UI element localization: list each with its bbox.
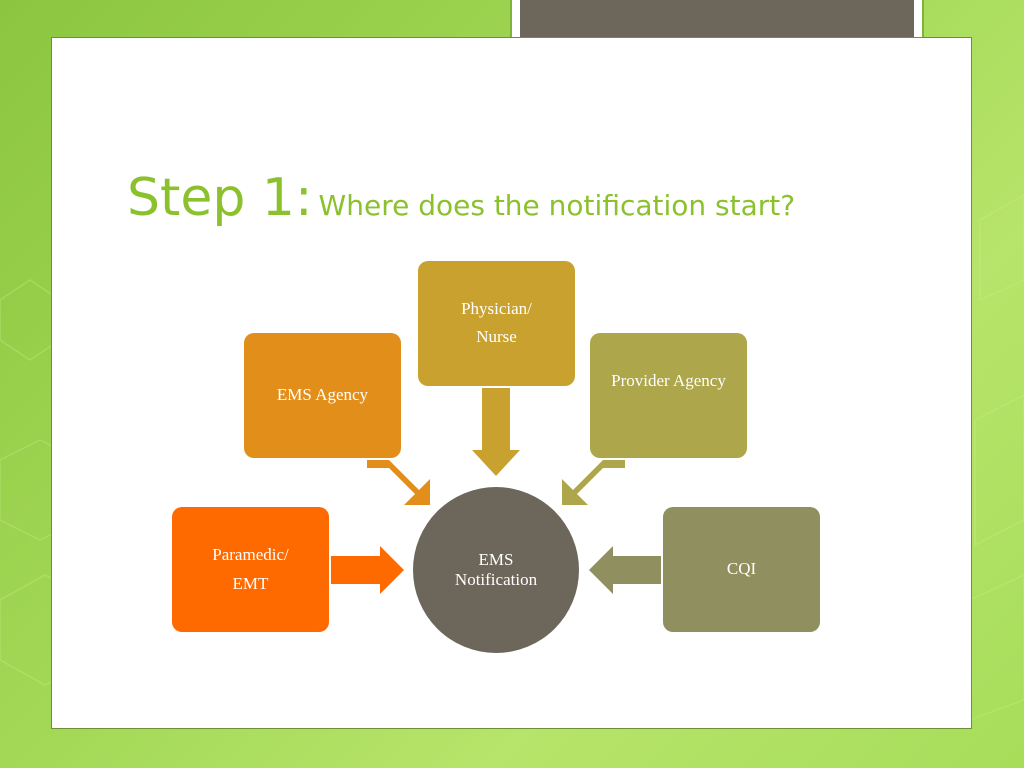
node-paramedic-emt: Paramedic/ EMT <box>172 507 329 632</box>
node-physician-line2: Nurse <box>476 327 517 347</box>
node-paramedic-line2: EMT <box>232 573 269 593</box>
arrow-physician <box>472 388 520 476</box>
node-ems-notification: EMS Notification <box>413 487 579 653</box>
node-physician-nurse: Physician/ Nurse <box>418 261 575 386</box>
title-step: Step 1: <box>127 168 313 228</box>
arrow-cqi <box>589 546 661 594</box>
arrow-paramedic <box>331 546 404 594</box>
node-ems-agency-label: EMS Agency <box>276 385 369 405</box>
center-line2: Notification <box>454 570 538 589</box>
node-paramedic-line1: Paramedic/ <box>212 545 289 565</box>
node-provider-agency: Provider Agency <box>590 333 747 458</box>
node-ems-agency: EMS Agency <box>244 333 401 458</box>
node-cqi-label: CQI <box>726 559 757 579</box>
node-cqi: CQI <box>663 507 820 632</box>
arrow-provider-agency <box>562 460 625 505</box>
arrow-ems-agency <box>367 460 430 505</box>
title-question: Where does the notification start? <box>318 189 796 222</box>
node-physician-line1: Physician/ <box>461 299 532 318</box>
slide-title: Step 1:Where does the notification start… <box>127 172 795 224</box>
node-provider-agency-label: Provider Agency <box>611 371 726 390</box>
center-line1: EMS <box>478 550 514 570</box>
